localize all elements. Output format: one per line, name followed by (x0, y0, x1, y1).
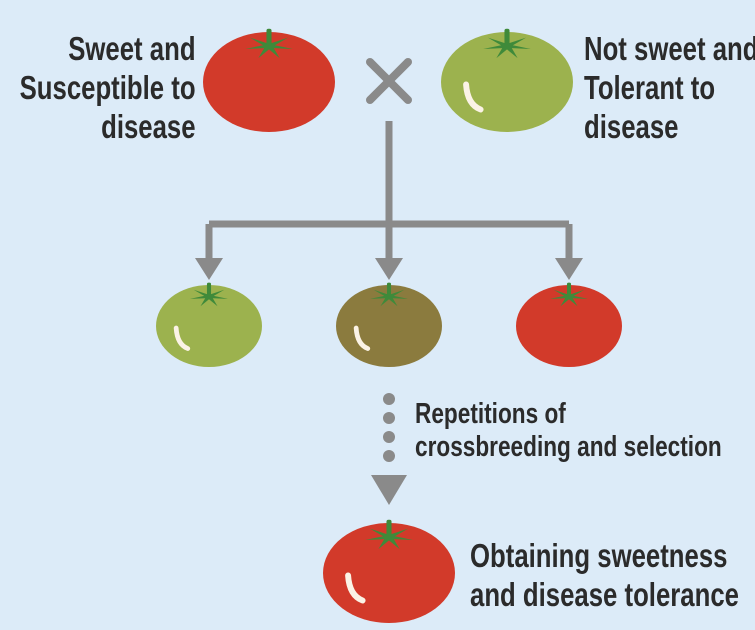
parent-right-label-line: disease (584, 107, 755, 146)
tomato-parent-left-icon (203, 29, 335, 132)
tomato-stem (387, 283, 391, 297)
process-label-line: Repetitions of (415, 398, 722, 431)
arrowhead-result-icon (371, 475, 407, 505)
parent-left-label-line: Susceptible to (20, 68, 196, 107)
parent-right-label-line: Tolerant to (584, 68, 755, 107)
parent-left-label-line: Sweet and (20, 29, 196, 68)
tomato-offspring-green-icon (156, 283, 262, 367)
cross-icon (370, 62, 408, 100)
tomato-stem (266, 29, 271, 46)
result-label-line: and disease tolerance (470, 575, 739, 614)
tomato-offspring-brown-icon (336, 283, 442, 367)
result-label: Obtaining sweetness and disease toleranc… (470, 536, 739, 614)
parent-right-label: Not sweet and Tolerant to disease (584, 29, 755, 146)
parent-left-label: Sweet and Susceptible to disease (20, 29, 196, 146)
connector-lines (209, 121, 569, 262)
tomato-offspring-red-icon (516, 283, 622, 367)
arrowhead-left-icon (195, 258, 223, 280)
arrowhead-middle-icon (375, 258, 403, 280)
parent-left-label-line: disease (20, 107, 196, 146)
tomato-parent-right-icon (441, 29, 573, 132)
dotted-progress-line (383, 393, 395, 462)
tomato-stem (207, 283, 211, 297)
arrowhead-right-icon (555, 258, 583, 280)
process-label: Repetitions of crossbreeding and selecti… (415, 398, 722, 464)
tomato-result-icon (323, 520, 455, 623)
process-label-line: crossbreeding and selection (415, 431, 722, 464)
tomato-stem (504, 29, 509, 46)
result-label-line: Obtaining sweetness (470, 536, 739, 575)
tomato-stem (567, 283, 571, 297)
tomato-stem (386, 520, 391, 537)
parent-right-label-line: Not sweet and (584, 29, 755, 68)
